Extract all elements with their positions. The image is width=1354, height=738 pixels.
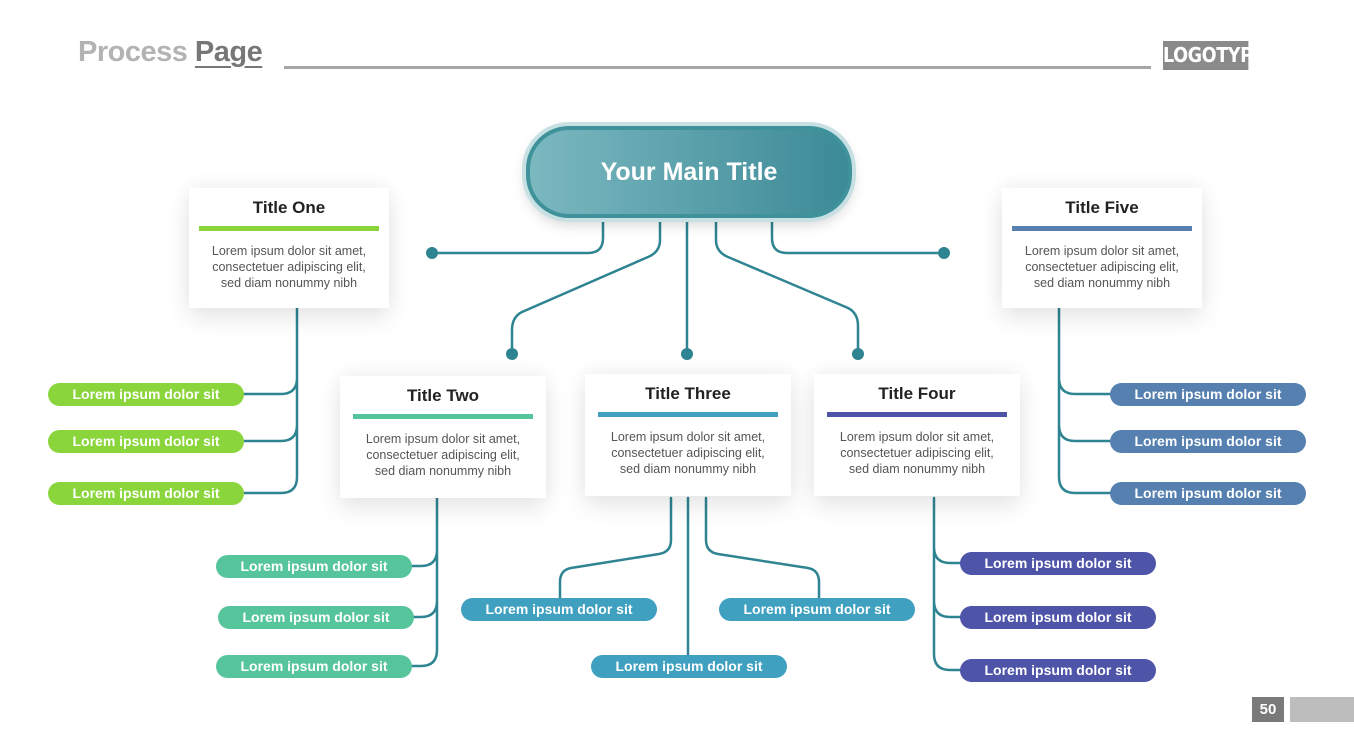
pill-one-1: Lorem ipsum dolor sit: [48, 383, 244, 406]
branch-one: [242, 306, 299, 495]
pill-five-2: Lorem ipsum dolor sit: [1110, 430, 1306, 453]
main-title-node: Your Main Title: [526, 126, 852, 218]
card-accent-bar: [353, 414, 533, 419]
card-text-line: sed diam nonummy nibh: [374, 464, 512, 478]
card-title-three: Title Three Lorem ipsum dolor sit amet, …: [585, 374, 791, 496]
pill-five-3: Lorem ipsum dolor sit: [1110, 482, 1306, 505]
card-description: Lorem ipsum dolor sit amet, consectetuer…: [340, 431, 546, 479]
branch-three-left: [558, 496, 673, 600]
card-title: Title One: [252, 198, 326, 217]
pill-four-3: Lorem ipsum dolor sit: [960, 659, 1156, 682]
card-title-five: Title Five Lorem ipsum dolor sit amet, c…: [1002, 188, 1202, 308]
card-text-line: consectetuer adipiscing elit,: [212, 260, 366, 274]
header-rule: [284, 66, 1151, 69]
page-title-part1: Process: [78, 36, 195, 68]
connector-dot: [506, 348, 518, 360]
card-description: Lorem ipsum dolor sit amet, consectetuer…: [1002, 243, 1202, 291]
card-title: Title Three: [645, 384, 731, 403]
branch-four: [932, 496, 962, 672]
pill-three-3: Lorem ipsum dolor sit: [591, 655, 787, 678]
card-text-line: sed diam nonummy nibh: [848, 462, 986, 476]
pill-four-2: Lorem ipsum dolor sit: [960, 606, 1156, 629]
card-title-one: Title One Lorem ipsum dolor sit amet, co…: [189, 188, 389, 308]
card-accent-bar: [199, 226, 379, 231]
card-accent-bar: [1012, 226, 1192, 231]
footer-bar: [1290, 697, 1354, 722]
connector-dot: [938, 247, 950, 259]
branch-two: [410, 496, 439, 668]
pill-five-1: Lorem ipsum dolor sit: [1110, 383, 1306, 406]
pill-two-1: Lorem ipsum dolor sit: [216, 555, 412, 578]
connector-dot: [681, 348, 693, 360]
branch-three-right: [704, 496, 821, 600]
card-description: Lorem ipsum dolor sit amet, consectetuer…: [814, 429, 1020, 477]
card-text-line: sed diam nonummy nibh: [619, 462, 757, 476]
card-text-line: Lorem ipsum dolor sit amet,: [610, 430, 766, 444]
card-title-two: Title Two Lorem ipsum dolor sit amet, co…: [340, 376, 546, 498]
card-text-line: consectetuer adipiscing elit,: [366, 448, 520, 462]
card-description: Lorem ipsum dolor sit amet, consectetuer…: [189, 243, 389, 291]
pill-one-3: Lorem ipsum dolor sit: [48, 482, 244, 505]
card-text-line: consectetuer adipiscing elit,: [840, 446, 994, 460]
card-title-four: Title Four Lorem ipsum dolor sit amet, c…: [814, 374, 1020, 496]
pill-three-1: Lorem ipsum dolor sit: [461, 598, 657, 621]
connector-main-four: [714, 212, 860, 356]
connector-main-right: [770, 212, 946, 255]
card-text-line: Lorem ipsum dolor sit amet,: [1024, 244, 1180, 258]
page-number: 50: [1252, 697, 1284, 722]
card-description: Lorem ipsum dolor sit amet, consectetuer…: [585, 429, 791, 477]
card-title: Title Two: [406, 386, 480, 405]
card-text-line: consectetuer adipiscing elit,: [1025, 260, 1179, 274]
card-text-line: Lorem ipsum dolor sit amet,: [839, 430, 995, 444]
card-text-line: sed diam nonummy nibh: [220, 276, 358, 290]
card-title: Title Four: [878, 384, 956, 403]
card-text-line: sed diam nonummy nibh: [1033, 276, 1171, 290]
connector-dot: [426, 247, 438, 259]
card-accent-bar: [827, 412, 1007, 417]
connector-main-left: [430, 212, 605, 255]
card-text-line: consectetuer adipiscing elit,: [611, 446, 765, 460]
pill-two-2: Lorem ipsum dolor sit: [218, 606, 414, 629]
connector-main-two: [510, 212, 662, 356]
pill-three-2: Lorem ipsum dolor sit: [719, 598, 915, 621]
card-text-line: Lorem ipsum dolor sit amet,: [211, 244, 367, 258]
card-title: Title Five: [1065, 198, 1139, 217]
pill-four-1: Lorem ipsum dolor sit: [960, 552, 1156, 575]
page-title: Process Page: [78, 32, 263, 72]
card-text-line: Lorem ipsum dolor sit amet,: [365, 432, 521, 446]
pill-one-2: Lorem ipsum dolor sit: [48, 430, 244, 453]
branch-five: [1057, 306, 1112, 495]
logo: LOGOTYPE: [1163, 41, 1265, 70]
connector-dot: [852, 348, 864, 360]
page-title-part2: Page: [194, 36, 263, 68]
pill-two-3: Lorem ipsum dolor sit: [216, 655, 412, 678]
card-accent-bar: [598, 412, 778, 417]
